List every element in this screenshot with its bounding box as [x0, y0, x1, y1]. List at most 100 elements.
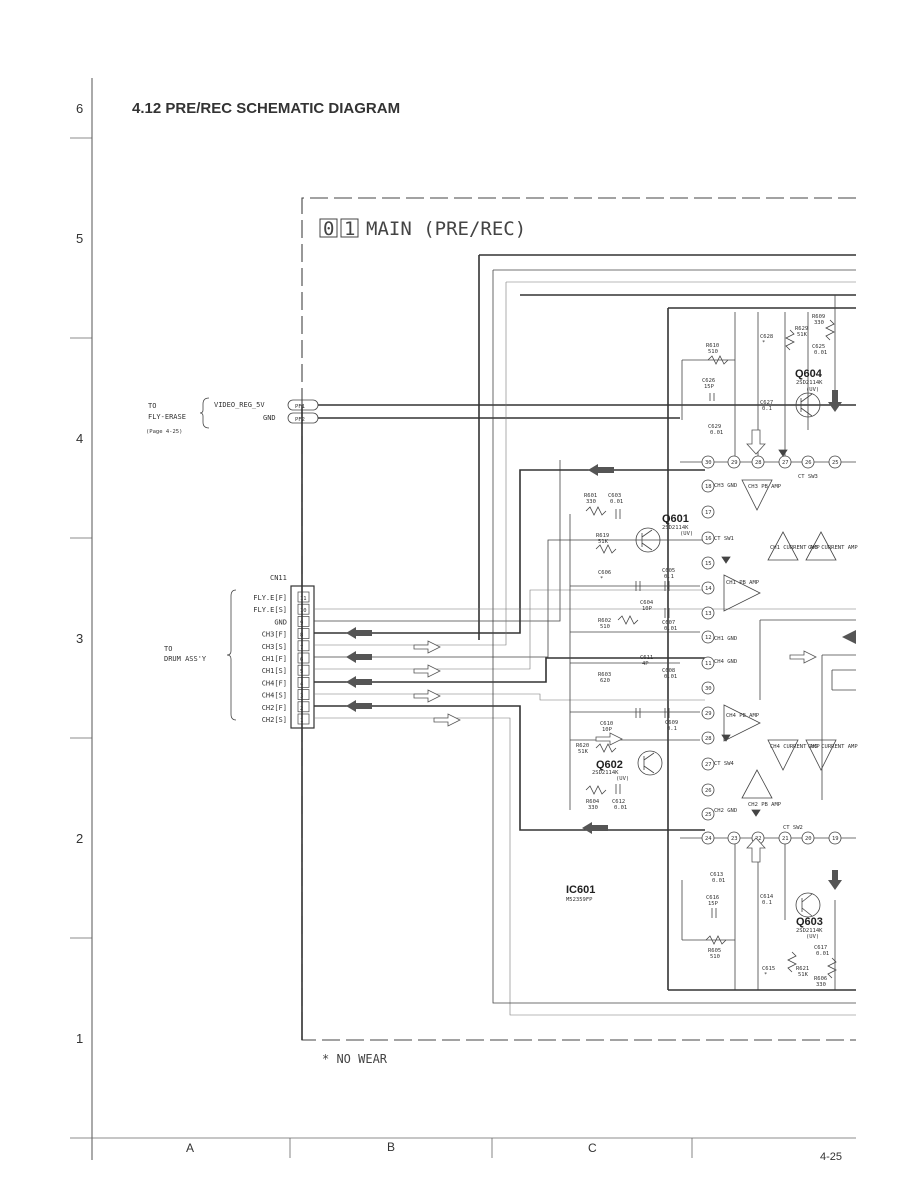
ch2-gnd-label: CH2 GND — [714, 808, 737, 814]
component-value: 0.01 — [664, 626, 677, 632]
ic-pin-number: 23 — [731, 836, 738, 842]
ic-pin-number: 17 — [705, 510, 712, 516]
cn11-pin-number: 10 — [300, 608, 307, 614]
ic-pin-number: 19 — [832, 836, 839, 842]
ic-pin-number: 30 — [705, 686, 712, 692]
component-ref: R603 — [598, 672, 611, 678]
ic-pin-number: 18 — [705, 484, 712, 490]
q603-ref: Q603 — [796, 916, 823, 928]
board-box-1-text: 1 — [344, 218, 355, 240]
q603-sub: (UV) — [806, 934, 819, 940]
ic-pin-number: 28 — [705, 736, 712, 742]
ic-pin — [701, 783, 715, 797]
component-value: 330 — [586, 499, 596, 505]
component-ref: C609 — [665, 720, 678, 726]
ic-pin — [727, 831, 741, 845]
ch1-current-label: CH1 CURRENT AMP — [770, 545, 820, 551]
pf2-label: PF2 — [295, 417, 305, 423]
board-box-0 — [319, 218, 338, 238]
ct-sw1-label: CT SW1 — [714, 536, 734, 542]
pf1-signal: VIDEO_REG_5V — [214, 401, 265, 409]
q602-sub: (UV) — [616, 776, 629, 782]
ic-pin-number: 16 — [705, 536, 712, 542]
row-ticks — [70, 137, 92, 939]
q602-symbol — [637, 750, 663, 776]
ic-pin — [701, 706, 715, 720]
component-ref: R610 — [706, 343, 719, 349]
ic-pin — [778, 831, 792, 845]
fly-erase-brace — [199, 397, 210, 429]
ic-pin-number: 27 — [782, 460, 789, 466]
drum-to: TO — [164, 645, 172, 653]
q604-sub: (UV) — [806, 387, 819, 393]
q601-part: 2SD2114K — [662, 525, 689, 531]
ic-pin-number: 12 — [705, 635, 712, 641]
ct-sw2-label: CT SW2 — [783, 825, 803, 831]
component-value: 510 — [600, 624, 610, 630]
q601-symbol — [635, 527, 661, 553]
ch2-pb-label: CH2 PB AMP — [748, 802, 782, 808]
column-label-c: C — [588, 1141, 597, 1155]
ic-pin — [701, 581, 715, 595]
component-value: 0.01 — [610, 499, 623, 505]
ch4-pb-label: CH4 PB AMP — [726, 713, 760, 719]
cn11-signal-label: CH4[S] — [262, 692, 287, 700]
component-value: 0.01 — [712, 878, 725, 884]
ch4-gnd-label: CH4 GND — [714, 659, 737, 665]
ic-pin-number: 13 — [705, 611, 712, 617]
cn11-label: CN11 — [270, 574, 287, 582]
fly-erase-to: TO — [148, 402, 156, 410]
component-ref: C603 — [608, 493, 621, 499]
ic-pin — [701, 807, 715, 821]
ic-pin-number: 14 — [705, 586, 712, 592]
component-value: 0.01 — [710, 430, 723, 436]
ic-pin — [701, 757, 715, 771]
ic-pin — [701, 479, 715, 493]
component-value: 51K — [598, 539, 609, 545]
ch4-current-label: CH4 CURRENT AMP — [770, 744, 820, 750]
page-number: 4-25 — [820, 1151, 842, 1163]
q602-part: 2SD2114K — [592, 770, 619, 776]
component-value: 0.1 — [667, 726, 677, 732]
ic-pin-number: 29 — [705, 711, 712, 717]
cn11-pin-box — [297, 652, 310, 664]
component-ref: C617 — [814, 945, 827, 951]
ic-pin — [701, 505, 715, 519]
cn11-signal-label: CH4[F] — [262, 679, 287, 687]
board-label: MAIN (PRE/REC) — [366, 218, 526, 240]
component-value: * — [764, 972, 767, 978]
drum-label: DRUM ASS'Y — [164, 655, 207, 663]
pf1-label: PF1 — [295, 404, 305, 410]
ct-sw3-label: CT SW3 — [798, 474, 818, 480]
ic-pin-number: 26 — [805, 460, 812, 466]
fly-erase-page-ref: (Page 4-25) — [146, 429, 182, 435]
component-ref: C612 — [612, 799, 625, 805]
cn11-signal-label: CH1[F] — [262, 655, 287, 663]
ic-pin — [701, 831, 715, 845]
cn11-pin-box — [297, 603, 310, 615]
component-value: 510 — [708, 349, 718, 355]
cn11-pin-box — [297, 713, 310, 725]
component-ref: C629 — [708, 424, 721, 430]
row-label-2: 2 — [76, 831, 83, 846]
ic-pin-number: 20 — [805, 836, 812, 842]
ic-pin — [701, 656, 715, 670]
q604-part: 2SD2114K — [796, 380, 823, 386]
row-label-4: 4 — [76, 431, 83, 446]
board-border — [301, 197, 856, 1041]
ic-pin-number: 11 — [705, 661, 712, 667]
component-value: 0.1 — [762, 900, 772, 906]
page-title: 4.12 PRE/REC SCHEMATIC DIAGRAM — [132, 100, 400, 117]
component-value: 4P — [642, 661, 649, 667]
ic-pin-number: 26 — [705, 788, 712, 794]
ic-pin — [701, 606, 715, 620]
component-value: 10P — [602, 727, 613, 733]
row-label-3: 3 — [76, 631, 83, 646]
ic-pin — [727, 455, 741, 469]
cn11-pin-box — [297, 701, 310, 713]
component-ref: C610 — [600, 721, 613, 727]
ch3-gnd-label: CH3 GND — [714, 483, 737, 489]
component-value: 15P — [704, 384, 715, 390]
